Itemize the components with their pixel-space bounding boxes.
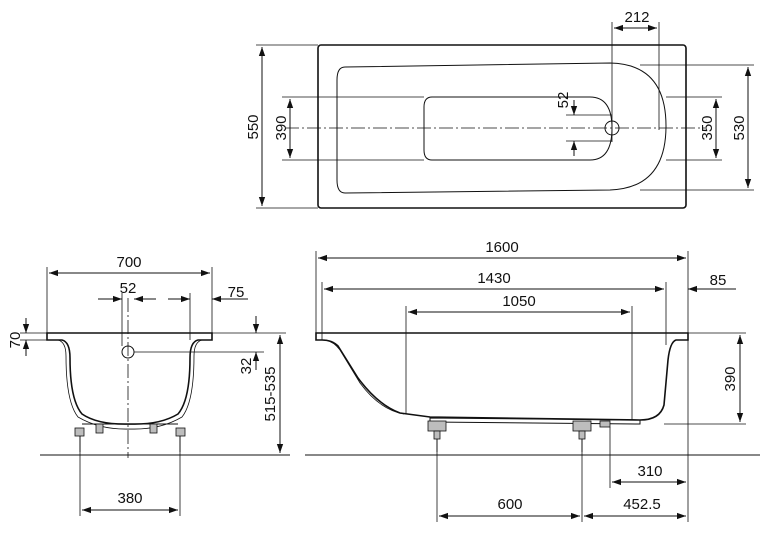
side-view-tub-inner bbox=[325, 339, 405, 415]
dim-label-600: 600 bbox=[497, 496, 522, 513]
side-view-foot-right-bracket bbox=[572, 420, 592, 432]
end-view-foot-clip bbox=[95, 423, 104, 434]
end-view-tub-inner bbox=[57, 339, 203, 430]
end-view: 700 52 75 70 32 515-535 380 bbox=[7, 254, 290, 516]
dim-label-452-5: 452.5 bbox=[623, 496, 661, 513]
side-view: 1600 1430 85 1050 390 310 600 452.5 bbox=[305, 239, 760, 522]
dim-label-1050: 1050 bbox=[502, 293, 535, 310]
top-view: 550 390 52 212 350 530 bbox=[245, 9, 754, 209]
top-view-outer-rim bbox=[317, 44, 687, 209]
dim-label-515-535: 515-535 bbox=[262, 366, 279, 421]
dim-label-52-top: 52 bbox=[555, 92, 572, 109]
dim-label-380: 380 bbox=[117, 490, 142, 507]
dim-label-32: 32 bbox=[238, 358, 255, 375]
dim-label-1430: 1430 bbox=[477, 270, 510, 287]
dim-label-52-end: 52 bbox=[120, 280, 137, 297]
dim-label-390: 390 bbox=[273, 115, 290, 140]
dim-label-700: 700 bbox=[116, 254, 141, 271]
dim-label-310: 310 bbox=[637, 463, 662, 480]
dim-label-75: 75 bbox=[228, 284, 245, 301]
dim-label-85: 85 bbox=[710, 272, 727, 289]
dim-label-350: 350 bbox=[699, 115, 716, 140]
dim-label-530: 530 bbox=[731, 115, 748, 140]
top-view-basin-outline bbox=[336, 62, 667, 194]
side-view-foot-left-bracket bbox=[427, 420, 447, 432]
top-view-basin-bottom bbox=[423, 96, 613, 161]
dim-label-390-side: 390 bbox=[722, 366, 739, 391]
dim-label-212: 212 bbox=[624, 9, 649, 26]
end-view-foot-left bbox=[74, 427, 85, 437]
dim-label-1600: 1600 bbox=[485, 239, 518, 256]
dim-label-70: 70 bbox=[7, 332, 24, 349]
dim-label-550: 550 bbox=[245, 114, 262, 139]
